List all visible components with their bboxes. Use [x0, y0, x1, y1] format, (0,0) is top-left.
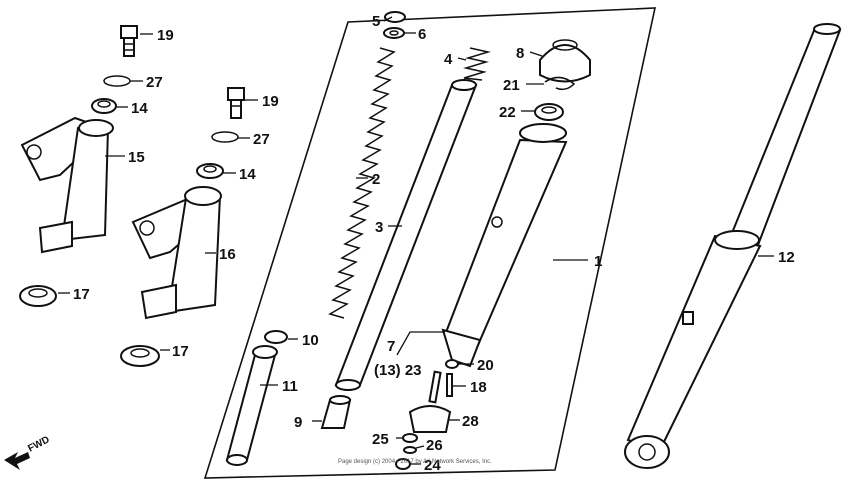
rebound-spring-9: [320, 395, 352, 429]
callout-21: 21: [503, 77, 520, 94]
callout-22: 22: [499, 104, 516, 121]
o-ring-27-upper: [103, 75, 131, 87]
spring-4: [463, 47, 491, 81]
washer-20: [445, 359, 459, 369]
assembly-frame: [203, 7, 657, 479]
bolt-19-upper: [120, 25, 138, 57]
callout-17-upper: 17: [73, 286, 90, 303]
fwd-direction-arrow: FWD: [4, 434, 52, 470]
drain-bolt-23: [428, 370, 442, 404]
oil-seal-22: [534, 103, 564, 121]
callout-7: 7: [387, 338, 395, 355]
copyright-footer: Page design (c) 2004 - 2017 by Ari Netwo…: [338, 459, 492, 465]
callout-3: 3: [375, 219, 383, 236]
callout-2: 2: [372, 171, 380, 188]
dust-seal-8: [539, 39, 591, 83]
fork-holder-upper: [20, 116, 114, 254]
callout-5: 5: [372, 13, 380, 30]
axle-holder-28: [408, 405, 452, 433]
callout-1: 1: [594, 253, 602, 270]
damper-rod: [225, 345, 278, 466]
callout-19-upper: 19: [157, 27, 174, 44]
callout-15: 15: [128, 149, 145, 166]
washer-25: [402, 433, 418, 443]
fwd-label: FWD: [26, 434, 51, 454]
fork-slider: [441, 123, 568, 368]
callout-8: 8: [516, 45, 524, 62]
callout-27-upper: 27: [146, 74, 163, 91]
callout-13-23: (13) 23: [374, 362, 422, 379]
washer-6: [383, 27, 405, 39]
seal-17-upper: [19, 285, 57, 307]
fork-spring: [328, 47, 396, 319]
callout-28: 28: [462, 413, 479, 430]
clip-21: [544, 76, 576, 91]
seal-14-lower: [196, 163, 224, 179]
callout-10: 10: [302, 332, 319, 349]
callout-20: 20: [477, 357, 494, 374]
callout-25: 25: [372, 431, 389, 448]
stud-18: [446, 373, 453, 397]
nut-5: [384, 11, 406, 23]
piston-ring-10: [264, 330, 288, 344]
seal-17-lower: [120, 345, 160, 367]
washer-26: [403, 446, 417, 454]
fork-tube: [334, 79, 478, 391]
callout-6: 6: [418, 26, 426, 43]
assembled-fork: [624, 23, 842, 469]
callout-26: 26: [426, 437, 443, 454]
bolt-19-lower: [227, 87, 245, 119]
callout-12: 12: [778, 249, 795, 266]
callout-4: 4: [444, 51, 453, 68]
callout-16: 16: [219, 246, 236, 263]
callout-14-upper: 14: [131, 100, 148, 117]
callout-24: 24: [424, 457, 441, 474]
callout-27-lower: 27: [253, 131, 270, 148]
seal-14-upper: [91, 98, 117, 114]
callout-11: 11: [282, 378, 298, 395]
callout-9: 9: [294, 414, 302, 431]
o-ring-27-lower: [211, 131, 239, 143]
callout-14-lower: 14: [239, 166, 256, 183]
callout-17-lower: 17: [172, 343, 189, 360]
callout-18: 18: [470, 379, 487, 396]
callout-19-lower: 19: [262, 93, 279, 110]
fork-holder-lower: [131, 186, 222, 320]
